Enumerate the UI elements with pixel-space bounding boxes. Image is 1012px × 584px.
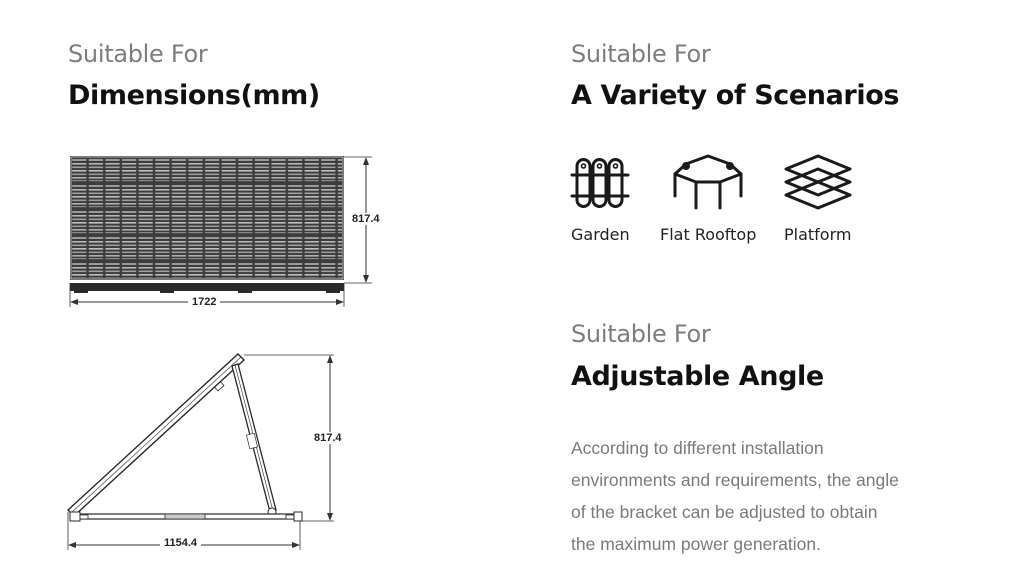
dimensions-heading: Dimensions(mm) bbox=[68, 80, 320, 111]
scenarios-eyebrow: Suitable For bbox=[571, 40, 711, 68]
fence-icon bbox=[570, 154, 630, 212]
scenarios-heading: A Variety of Scenarios bbox=[571, 80, 900, 111]
side-height-label: 817.4 bbox=[312, 432, 344, 444]
angle-description: According to different installation envi… bbox=[571, 432, 951, 560]
side-width-label: 1154.4 bbox=[160, 537, 202, 549]
scenario-label-platform: Platform bbox=[784, 225, 852, 244]
dimensions-eyebrow: Suitable For bbox=[68, 40, 208, 68]
scenario-label-flat-rooftop: Flat Rooftop bbox=[660, 225, 757, 244]
angle-description-line: According to different installation bbox=[571, 438, 824, 458]
angle-description-line: of the bracket can be adjusted to obtain bbox=[571, 502, 878, 522]
rooftop-icon bbox=[672, 154, 744, 212]
solar-panel-front-icon bbox=[69, 156, 372, 307]
scenario-label-garden: Garden bbox=[571, 225, 630, 244]
panel-front-view-drawing bbox=[66, 152, 396, 312]
layers-icon bbox=[782, 154, 854, 212]
tilt-bracket-icon bbox=[66, 353, 334, 550]
angle-heading: Adjustable Angle bbox=[571, 361, 824, 392]
angle-description-line: environments and requirements, the angle bbox=[571, 470, 899, 490]
bracket-side-view-drawing bbox=[62, 350, 372, 555]
angle-description-line: the maximum power generation. bbox=[571, 534, 821, 554]
angle-eyebrow: Suitable For bbox=[571, 320, 711, 348]
front-width-label: 1722 bbox=[188, 296, 221, 308]
front-height-label: 817.4 bbox=[350, 213, 382, 225]
